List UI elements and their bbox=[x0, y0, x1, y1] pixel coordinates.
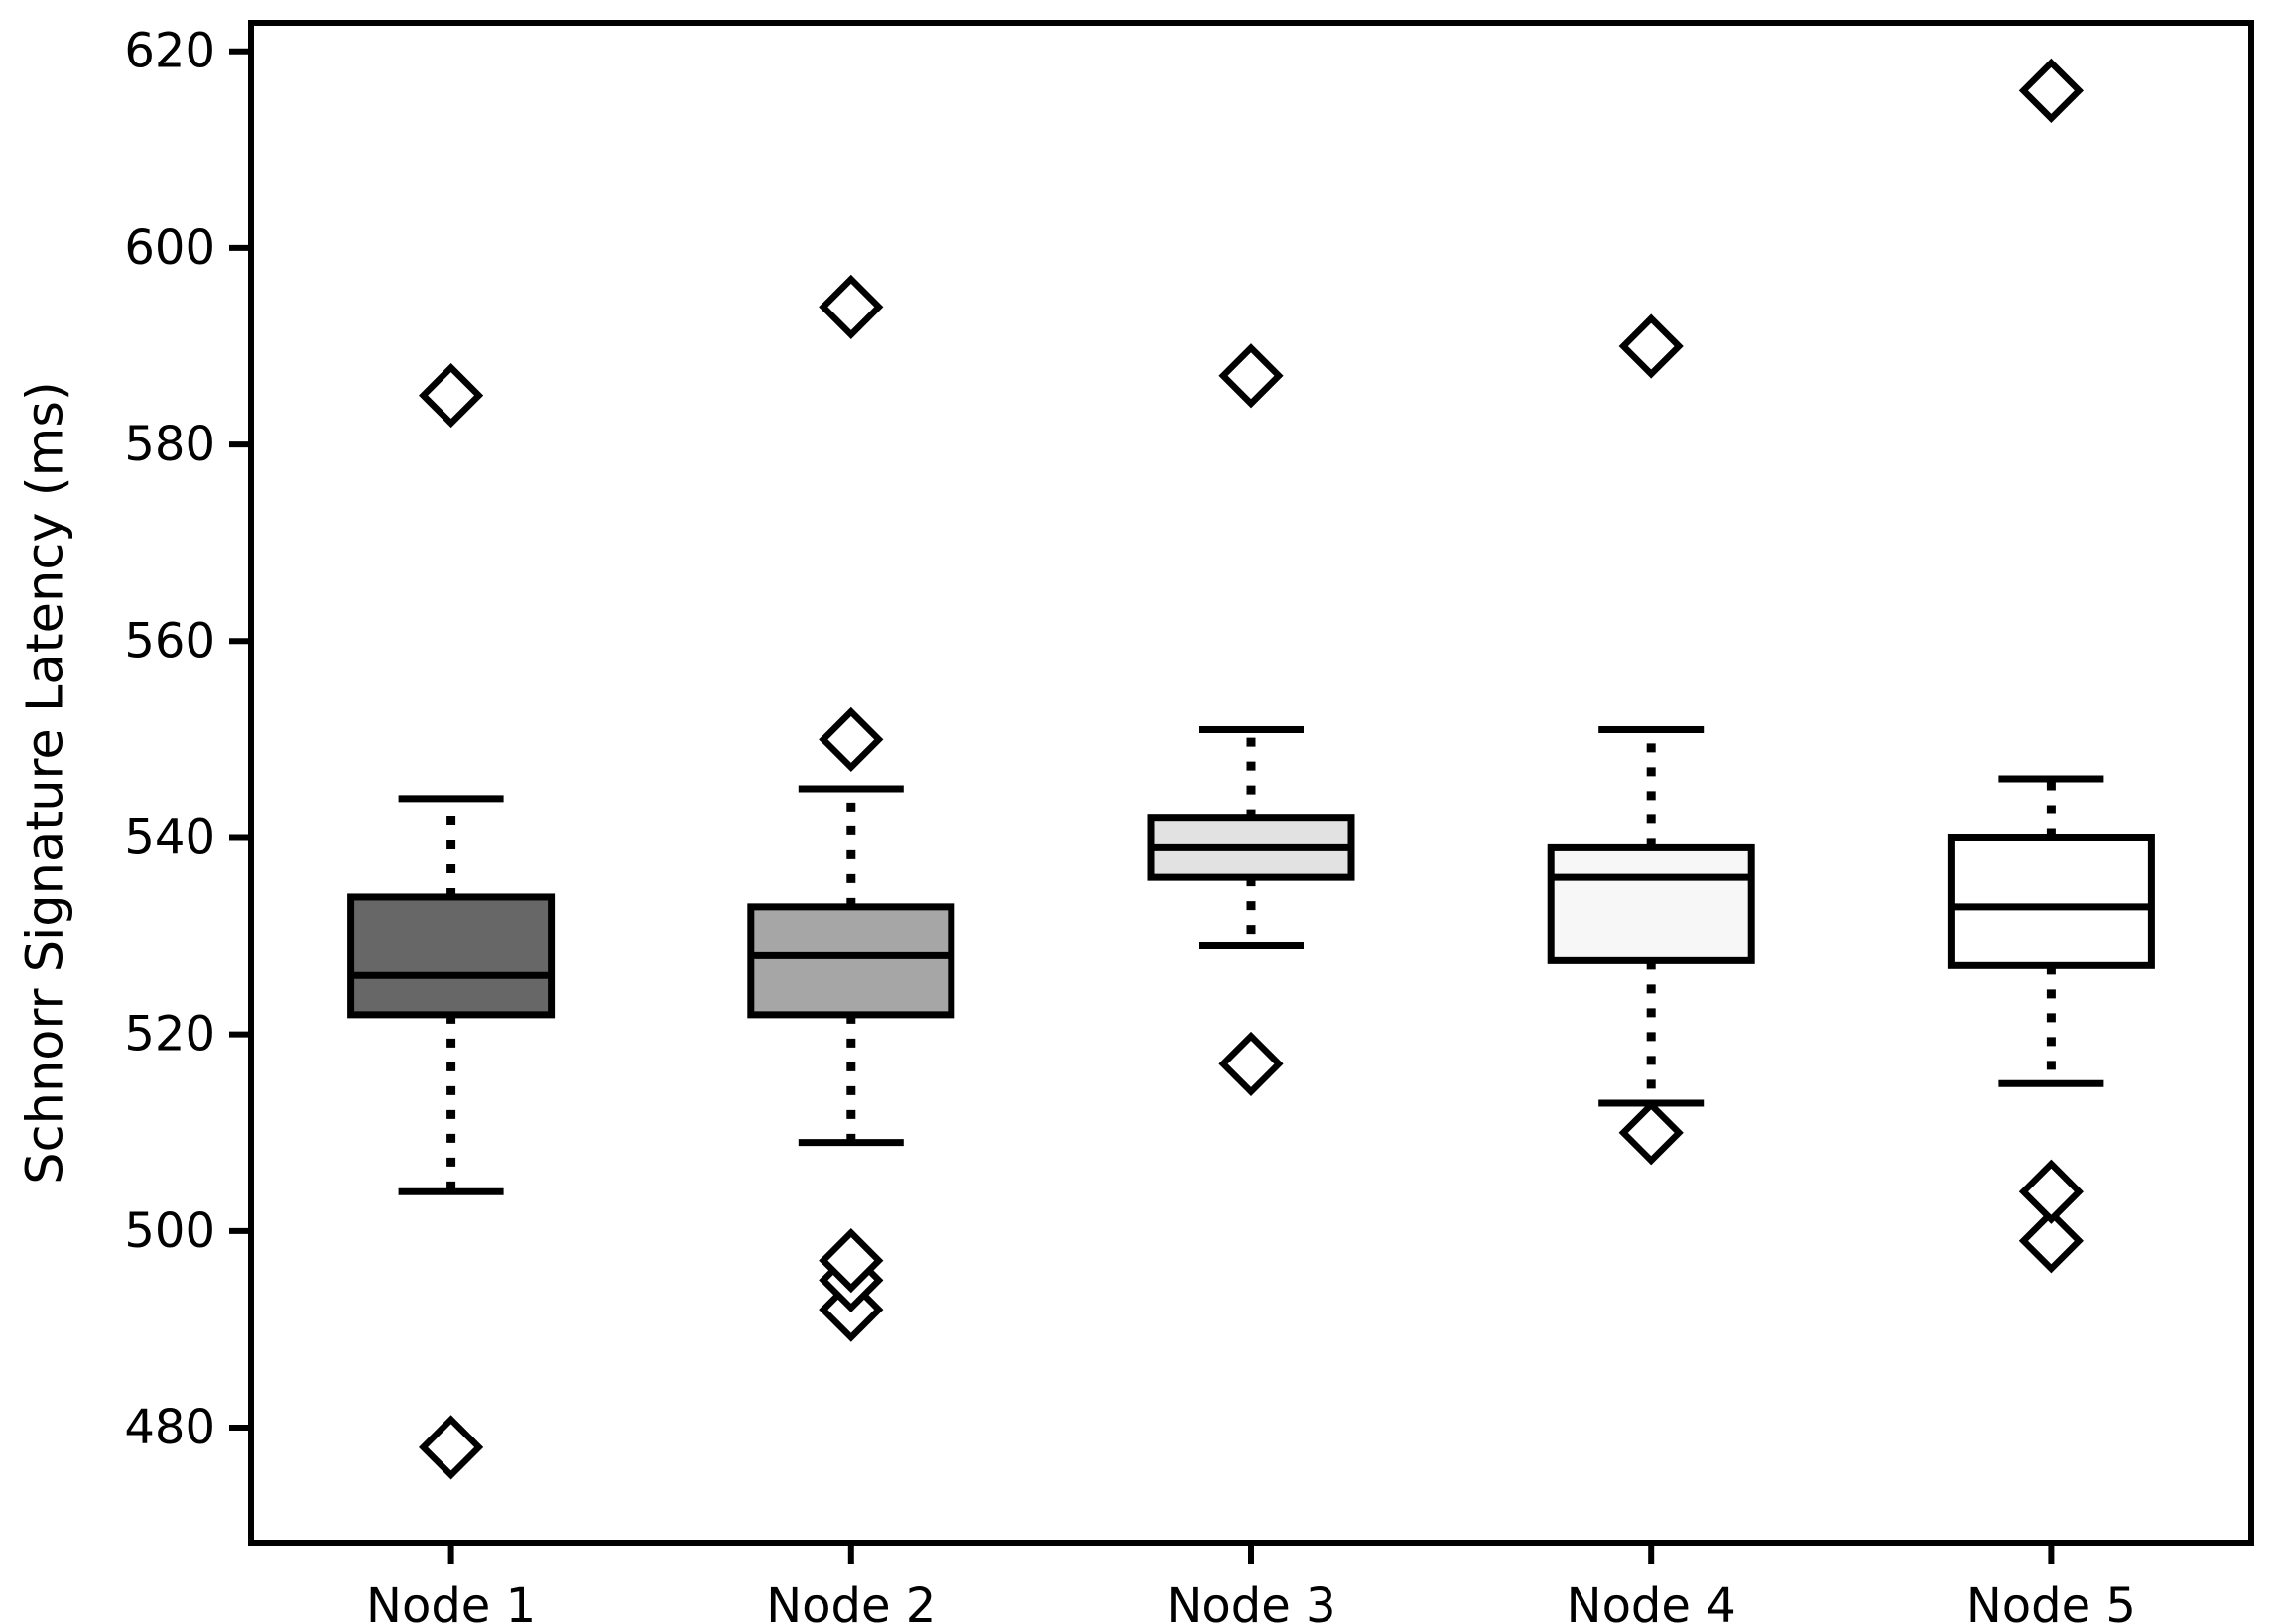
y-tick-label: 520 bbox=[124, 1007, 215, 1062]
outlier-diamond bbox=[819, 1228, 884, 1294]
outlier-diamond bbox=[419, 362, 484, 429]
x-tick-label: Node 3 bbox=[1166, 1578, 1335, 1624]
outlier-diamond bbox=[1218, 1031, 1284, 1097]
outlier-diamond bbox=[1218, 343, 1284, 409]
outlier-diamond bbox=[1618, 1100, 1684, 1166]
outlier-diamond bbox=[2018, 1208, 2084, 1274]
y-tick-label: 560 bbox=[124, 613, 215, 669]
y-tick-label: 620 bbox=[124, 24, 215, 79]
y-tick-label: 480 bbox=[124, 1400, 215, 1455]
outlier-diamond bbox=[819, 274, 884, 339]
outlier-diamond bbox=[819, 706, 884, 772]
x-tick-label: Node 5 bbox=[1966, 1578, 2136, 1624]
y-tick-label: 500 bbox=[124, 1203, 215, 1259]
box-5 bbox=[1947, 833, 2155, 969]
y-tick-label: 600 bbox=[124, 220, 215, 276]
outlier-diamond bbox=[2018, 58, 2084, 123]
y-tick-label: 540 bbox=[124, 810, 215, 865]
x-tick-label: Node 4 bbox=[1567, 1578, 1736, 1624]
box-4 bbox=[1547, 843, 1755, 964]
box-1 bbox=[347, 893, 556, 1019]
plot-border bbox=[248, 20, 2254, 1546]
y-axis-title: Schnorr Signature Latency (ms) bbox=[17, 381, 75, 1185]
outlier-diamond bbox=[2018, 1159, 2084, 1224]
y-tick-label: 580 bbox=[124, 417, 215, 472]
x-tick-label: Node 1 bbox=[366, 1578, 536, 1624]
box-2 bbox=[747, 903, 955, 1019]
x-tick-label: Node 2 bbox=[766, 1578, 936, 1624]
outlier-diamond bbox=[1618, 313, 1684, 379]
outlier-diamond bbox=[419, 1415, 484, 1480]
